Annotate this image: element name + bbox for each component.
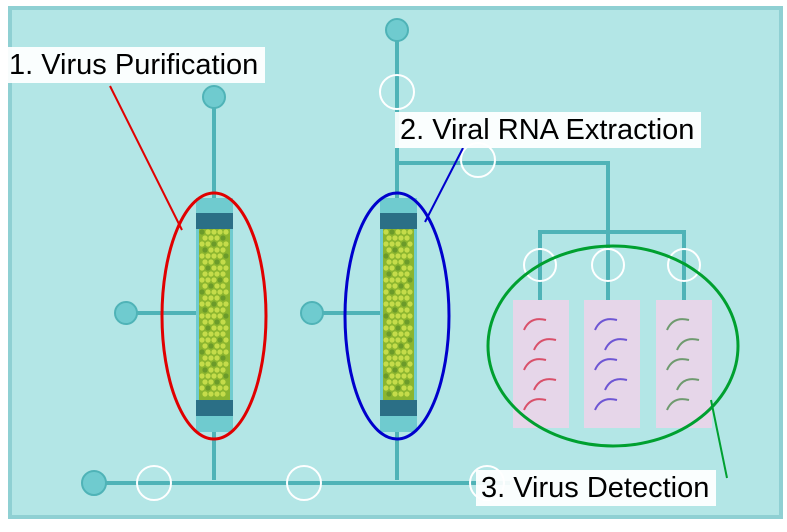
- purification-leader-line: [109, 85, 183, 231]
- amplification-curve: [666, 398, 690, 411]
- amplification-curve: [523, 398, 547, 411]
- valve-top: [379, 74, 415, 110]
- detection-chamber-3: [656, 300, 712, 428]
- virus-purification-label: 1. Virus Purification: [4, 47, 266, 83]
- amplification-curve: [666, 318, 690, 331]
- port-bottom-left: [81, 470, 107, 496]
- valve-branch-2: [591, 248, 625, 282]
- detection-leader-line: [710, 399, 728, 479]
- purification-highlight-ellipse: [160, 191, 268, 441]
- amplification-curve: [594, 358, 618, 371]
- valve-bottom-1: [136, 465, 172, 501]
- port-purification-top: [202, 85, 226, 109]
- virus-detection-label: 3. Virus Detection: [476, 470, 717, 506]
- beads-purification: [199, 229, 229, 397]
- amplification-curve: [594, 318, 618, 331]
- extraction-leader-line: [424, 147, 464, 223]
- detection-chamber-2: [584, 300, 640, 428]
- beads-extraction: [383, 229, 413, 397]
- detection-feed-channel: [397, 161, 610, 232]
- valve-branch-1: [523, 248, 557, 282]
- valve-branch-3: [667, 248, 701, 282]
- amplification-curve: [523, 358, 547, 371]
- detection-chamber-1: [513, 300, 569, 428]
- amplification-curve: [676, 338, 700, 351]
- amplification-curve: [604, 338, 628, 351]
- extraction-highlight-ellipse: [343, 191, 451, 441]
- amplification-curve: [594, 398, 618, 411]
- amplification-curve: [523, 318, 547, 331]
- amplification-curve: [666, 358, 690, 371]
- port-purification-side: [114, 301, 138, 325]
- amplification-curve: [533, 378, 557, 391]
- port-extraction-side: [300, 301, 324, 325]
- purification-column: [196, 198, 233, 432]
- amplification-curve: [533, 338, 557, 351]
- extraction-column: [380, 198, 417, 432]
- inlet-ports: [81, 18, 409, 496]
- detection-chambers: [513, 300, 712, 428]
- valve-bottom-2: [286, 465, 322, 501]
- viral-rna-extraction-label: 2. Viral RNA Extraction: [395, 112, 702, 148]
- amplification-curve: [604, 378, 628, 391]
- detection-highlight-ellipse: [486, 244, 740, 448]
- port-top: [385, 18, 409, 42]
- amplification-curve: [676, 378, 700, 391]
- amplification-curves: [523, 318, 700, 411]
